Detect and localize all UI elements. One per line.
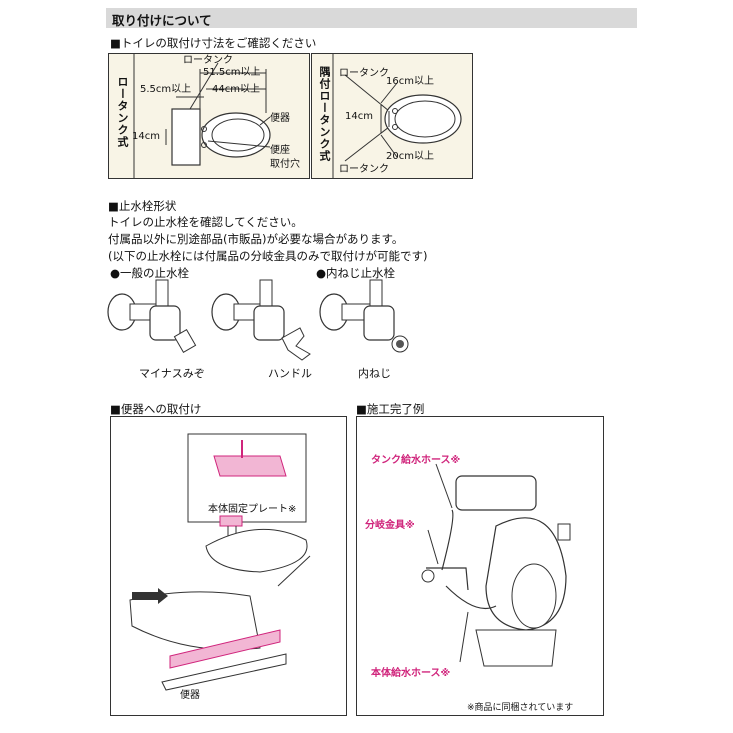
corner-tank-dim-16: 16cm以上 xyxy=(386,76,434,87)
low-tank-seat-label: 便座 xyxy=(270,145,290,156)
example-tank-hose: タンク給水ホース※ xyxy=(371,455,461,466)
valve-line-3: (以下の止水栓には付属品の分岐金具のみで取付けが可能です) xyxy=(108,249,428,263)
valve-label-handle: ハンドル xyxy=(268,367,312,380)
section-header-bar xyxy=(106,8,637,28)
example-illustration xyxy=(421,463,571,667)
low-tank-dim-51: 51.5cm以上 xyxy=(203,67,261,78)
dimensions-title: ■トイレの取付け寸法をご確認ください xyxy=(110,36,317,50)
valve-type-inner: ●内ねじ止水栓 xyxy=(316,266,396,280)
low-tank-tank-label: ロータンク xyxy=(183,55,233,66)
low-tank-dim-55: 5.5cm以上 xyxy=(140,84,192,95)
corner-tank-tank-bottom: ロータンク xyxy=(339,164,389,175)
corner-tank-dim-14: 14cm xyxy=(345,111,373,122)
valve-line-1: トイレの止水栓を確認してください。 xyxy=(108,215,303,229)
low-tank-dim-14: 14cm xyxy=(132,131,160,142)
install-plate-label: 本体固定プレート※ xyxy=(208,504,297,515)
valve-illustrations xyxy=(107,279,409,361)
corner-tank-tank-top: ロータンク xyxy=(339,68,389,79)
low-tank-side-label: ロータンク式 xyxy=(116,76,129,148)
section-header-title: 取り付けについて xyxy=(112,13,212,28)
corner-tank-diagram xyxy=(332,53,462,179)
low-tank-toilet-label: 便器 xyxy=(270,113,290,124)
install-illustration xyxy=(129,433,311,691)
install-title: ■便器への取付け xyxy=(110,402,202,416)
low-tank-dim-44: 44cm以上 xyxy=(212,84,260,95)
corner-tank-dim-20: 20cm以上 xyxy=(386,151,434,162)
example-branch: 分岐金具※ xyxy=(365,520,415,531)
example-body-hose: 本体給水ホース※ xyxy=(371,668,451,679)
example-footnote: ※商品に同梱されています xyxy=(467,703,574,713)
valve-label-minus: マイナスみぞ xyxy=(139,367,205,380)
valve-type-general: ●一般の止水栓 xyxy=(110,266,190,280)
low-tank-hole-label: 取付穴 xyxy=(270,159,300,170)
install-toilet-label: 便器 xyxy=(180,690,200,701)
valve-label-inner: 内ねじ xyxy=(358,367,391,380)
valve-line-2: 付属品以外に別途部品(市販品)が必要な場合があります。 xyxy=(108,232,404,246)
valve-title: ■止水栓形状 xyxy=(108,199,177,213)
low-tank-panel xyxy=(108,53,310,179)
example-title: ■施工完了例 xyxy=(356,402,425,416)
low-tank-diagram xyxy=(133,53,271,179)
corner-tank-side-label: 隅付ロータンク式 xyxy=(318,66,331,162)
